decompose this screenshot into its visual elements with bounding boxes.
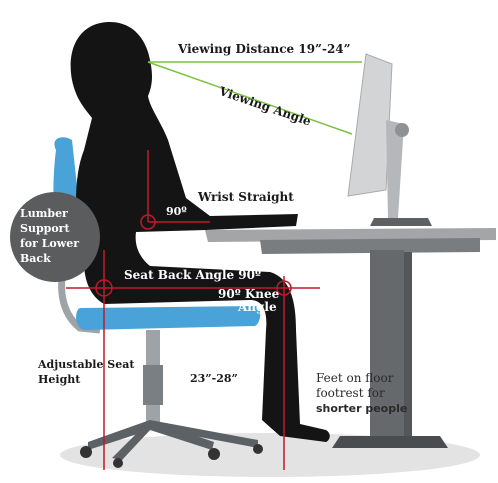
person-silhouette (70, 22, 330, 442)
seat-height-label-line-2: Height (38, 373, 81, 386)
wrist-straight-label: Wrist Straight (198, 190, 294, 204)
feet-line-2: footrest for (316, 386, 385, 400)
knee-angle-word-label: Angle (238, 300, 277, 314)
lumbar-line-3: for Lower (20, 237, 80, 250)
seat-height-label-line-1: Adjustable Seat (38, 358, 135, 371)
desk-height-label: 23”-28” (190, 372, 238, 385)
feet-on-floor-label: Feet on floor footrest for shorter peopl… (316, 371, 407, 416)
desk (205, 228, 496, 448)
seat-back-angle-label: Seat Back Angle 90º (124, 268, 262, 282)
lumbar-line-1: Lumber (20, 207, 68, 220)
lumbar-line-2: Support (20, 222, 70, 235)
viewing-distance-label: Viewing Distance 19”-24” (178, 42, 351, 56)
chair-seat (76, 306, 261, 330)
angle-guides (66, 150, 320, 470)
knee-angle-value-label: 90º Knee (218, 287, 280, 301)
lumbar-badge (10, 192, 100, 282)
chair-base (88, 330, 258, 460)
feet-line-1: Feet on floor (316, 371, 394, 385)
lumbar-line-4: Back (20, 252, 51, 265)
feet-line-3: shorter people (316, 402, 408, 415)
elbow-angle-label: 90º (166, 205, 187, 218)
lumbar-support-label: Lumber Support for Lower Back (20, 206, 94, 266)
viewing-angle-line (147, 61, 353, 135)
monitor (347, 53, 432, 226)
chair-wheels (80, 444, 263, 468)
